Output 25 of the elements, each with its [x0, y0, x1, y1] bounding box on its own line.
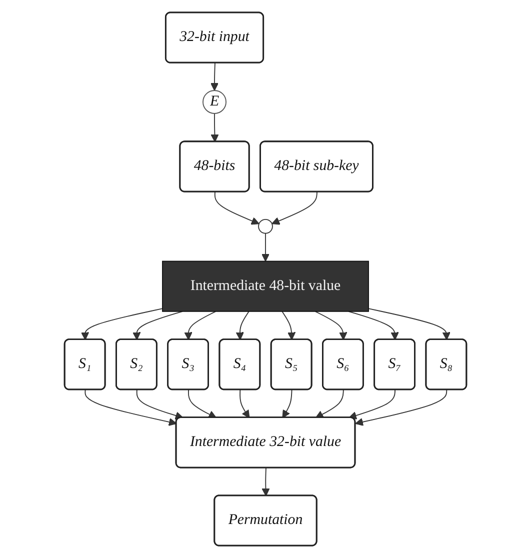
arrow — [282, 310, 296, 340]
arrow — [136, 389, 184, 420]
arrow — [240, 389, 250, 418]
arrow — [262, 468, 270, 496]
arrow — [355, 389, 448, 426]
arrow — [184, 310, 216, 340]
arrow — [210, 62, 219, 91]
arrow — [132, 310, 183, 340]
arrow — [282, 389, 292, 418]
arrow — [314, 310, 348, 340]
arrow — [272, 192, 318, 225]
node-box: Intermediate 48-bit value — [162, 260, 369, 312]
arrow — [348, 389, 396, 420]
arrow — [210, 113, 219, 142]
node-circle — [258, 218, 273, 234]
arrow — [84, 389, 177, 426]
arrow — [214, 192, 260, 225]
arrow — [236, 310, 250, 340]
arrow — [348, 310, 399, 340]
arrow — [368, 308, 450, 340]
arrow — [261, 232, 270, 262]
node-circle: E — [202, 90, 226, 114]
arrow — [188, 389, 217, 418]
arrow — [315, 389, 344, 418]
arrow — [80, 308, 163, 340]
